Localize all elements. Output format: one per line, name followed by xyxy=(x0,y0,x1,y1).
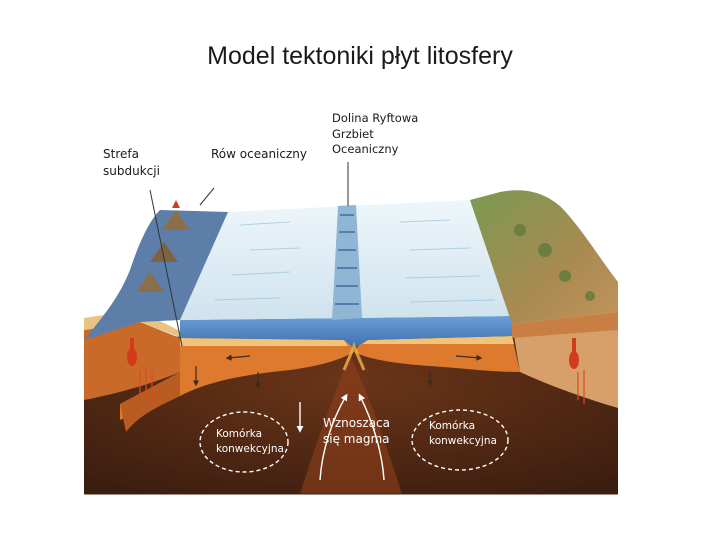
label-convection-left-line1: Komórka xyxy=(216,428,263,440)
label-rising-magma-line2: się magma xyxy=(323,432,390,447)
label-convection-right-line2: konwekcyjna xyxy=(429,434,497,447)
label-convection-right-line1: Komórka xyxy=(429,420,476,432)
label-convection-cell-left: Komórka konwekcyjna xyxy=(216,427,284,456)
left-plate-crust-strip xyxy=(180,338,348,346)
label-rift-valley-line2: Grzbiet xyxy=(332,126,374,141)
ocean-side-face xyxy=(180,316,512,348)
label-rift-valley-line1: Dolina Ryftowa xyxy=(332,111,419,125)
label-rising-magma-line1: Wznosząca xyxy=(323,416,390,430)
rising-magma-plume xyxy=(342,341,366,371)
label-convection-left-line2: konwekcyjna xyxy=(216,442,284,455)
mid-ocean-ridge xyxy=(332,205,362,320)
rising-magma-arrows xyxy=(296,393,385,481)
label-rising-magma: Wznosząca się magma xyxy=(323,415,390,447)
label-subduction-zone-line1: Strefa xyxy=(103,147,139,161)
right-plate-crust-strip xyxy=(362,336,514,344)
mantle-glow xyxy=(300,355,402,494)
subducting-slab xyxy=(120,372,180,432)
volcano-conduits xyxy=(127,338,579,369)
right-oceanic-plate-section xyxy=(354,336,520,372)
label-rift-valley: Dolina Ryftowa Grzbiet Oceaniczny xyxy=(332,111,418,158)
convection-cell-left-arrows xyxy=(199,411,289,473)
diagram-title: Model tektoniki płyt litosfery xyxy=(207,42,513,70)
leader-lines xyxy=(149,162,349,347)
label-subduction-zone-line2: subdukcji xyxy=(103,163,160,178)
island-arc-land xyxy=(84,210,228,340)
label-subduction-zone: Strefa subdukcji xyxy=(103,146,160,180)
convection-cell-right-arrows xyxy=(411,409,509,471)
label-rift-valley-line3: Oceaniczny xyxy=(332,142,399,157)
label-convection-cell-right: Komórka konwekcyjna xyxy=(429,419,497,448)
label-oceanic-trench: Rów oceaniczny xyxy=(211,147,307,161)
left-oceanic-plate-section xyxy=(120,338,354,420)
right-continent-surface xyxy=(470,190,618,324)
volcanic-islands xyxy=(136,200,190,292)
